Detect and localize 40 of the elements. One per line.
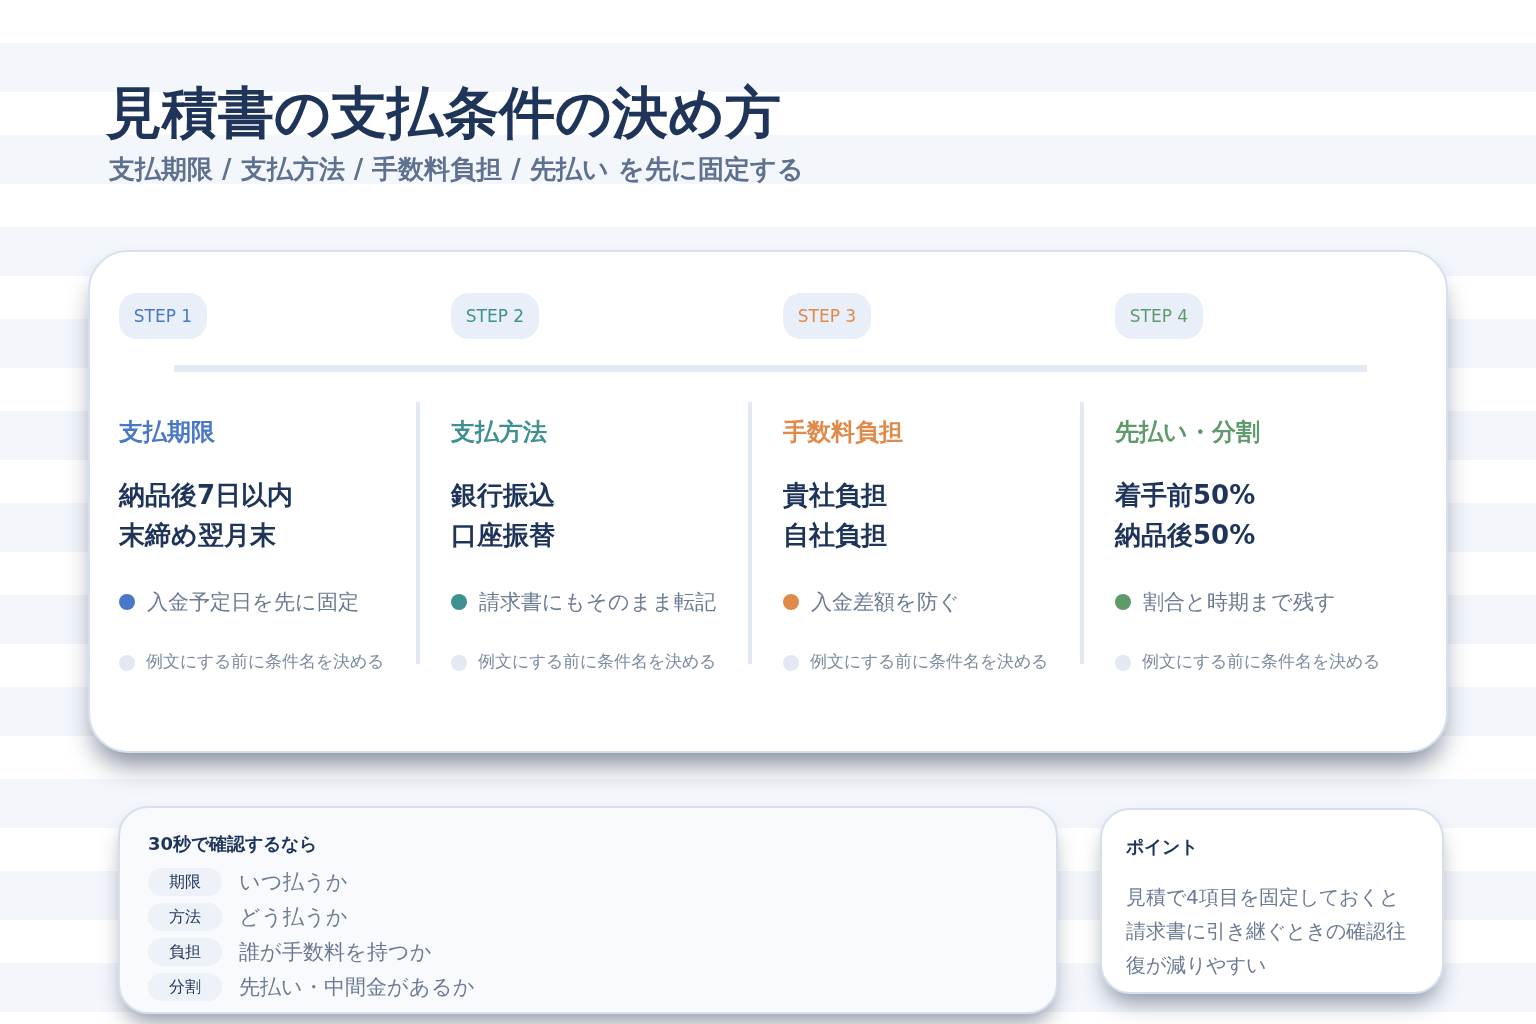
note-text: 例文にする前に条件名を決める xyxy=(810,650,1048,673)
point-panel xyxy=(1100,808,1444,994)
step-value: 貴社負担 xyxy=(783,479,887,512)
row-text: いつ払うか xyxy=(239,869,348,896)
note-text: 例文にする前に条件名を決める xyxy=(146,650,384,673)
subtitle: 支払期限 / 支払方法 / 手数料負担 / 先払い を先に固定する xyxy=(109,153,804,186)
step-badge: STEP 2 xyxy=(451,293,539,339)
tag-chip: 方法 xyxy=(148,903,222,931)
bullet-text: 請求書にもそのまま転記 xyxy=(479,589,716,616)
step-value: 自社負担 xyxy=(783,519,887,552)
tag-chip: 分割 xyxy=(148,973,222,1001)
note-text: 例文にする前に条件名を決める xyxy=(1142,650,1380,673)
panel-heading: 30秒で確認するなら xyxy=(148,832,318,856)
step-value: 口座振替 xyxy=(451,519,555,552)
note-text: 例文にする前に条件名を決める xyxy=(478,650,716,673)
bullet-text: 割合と時期まで残す xyxy=(1143,589,1336,616)
step-badge: STEP 4 xyxy=(1115,293,1203,339)
row-text: どう払うか xyxy=(239,904,348,931)
bullet-text: 入金差額を防ぐ xyxy=(811,589,960,616)
bullet-text: 入金予定日を先に固定 xyxy=(147,589,359,616)
step-heading: 支払方法 xyxy=(451,417,547,448)
step-card xyxy=(88,250,1448,753)
step-value: 納品後7日以内 xyxy=(119,479,294,512)
step-badge: STEP 3 xyxy=(783,293,871,339)
point-text: 見積で4項目を固定しておくと請求書に引き継ぐときの確認往復が減りやすい xyxy=(1126,884,1407,979)
tag-chip: 期限 xyxy=(148,868,222,896)
panel-heading: ポイント xyxy=(1126,835,1198,859)
step-value: 納品後50% xyxy=(1115,519,1256,552)
summary-panel xyxy=(118,806,1058,1014)
step-value: 銀行振込 xyxy=(451,479,555,512)
step-heading: 手数料負担 xyxy=(783,417,903,448)
row-text: 誰が手数料を持つか xyxy=(239,939,432,966)
step-value: 着手前50% xyxy=(1115,479,1256,512)
step-heading: 支払期限 xyxy=(119,417,215,448)
step-heading: 先払い・分割 xyxy=(1115,417,1260,448)
step-badge: STEP 1 xyxy=(119,293,207,339)
row-text: 先払い・中間金があるか xyxy=(239,974,475,1001)
tag-chip: 負担 xyxy=(148,938,222,966)
step-value: 末締め翌月末 xyxy=(119,519,276,552)
title: 見積書の支払条件の決め方 xyxy=(106,80,781,146)
